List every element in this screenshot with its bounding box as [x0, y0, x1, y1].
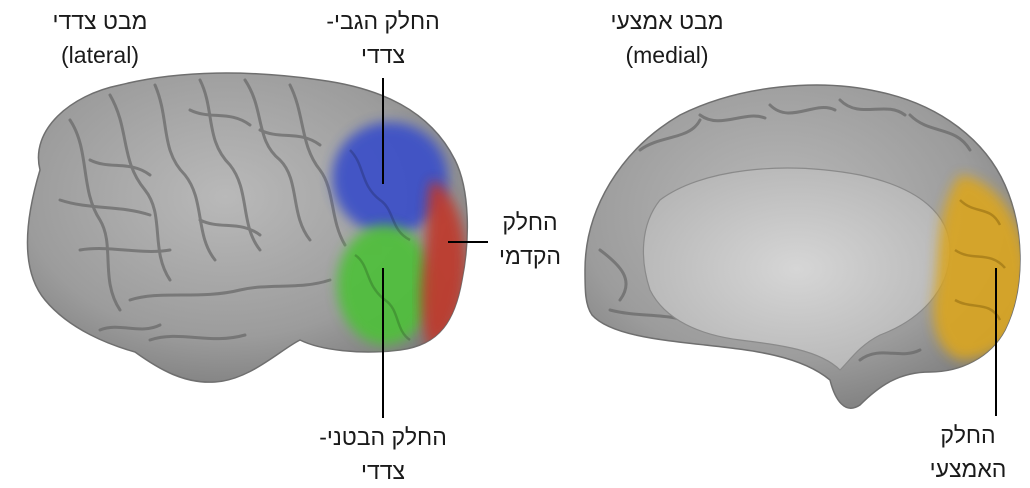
lateral-view-subtitle-text: (lateral): [30, 38, 170, 72]
ventrolateral-label-line2: צדדי: [312, 454, 454, 488]
medial-region-label: החלק האמצעי: [918, 418, 1018, 486]
medial-region-label-line1: החלק: [918, 418, 1018, 452]
dorsolateral-label-line1: החלק הגבי-: [318, 4, 448, 38]
medial-view-title: מבט אמצעי (medial): [592, 4, 742, 72]
medial-view-subtitle-text: (medial): [592, 38, 742, 72]
lateral-brain: [28, 73, 468, 382]
anterior-label: החלק הקדמי: [490, 205, 570, 273]
ventrolateral-label-line1: החלק הבטני-: [312, 420, 454, 454]
medial-region-label-line2: האמצעי: [918, 452, 1018, 486]
dorsolateral-label-line2: צדדי: [318, 38, 448, 72]
ventrolateral-label: החלק הבטני- צדדי: [312, 420, 454, 488]
medial-brain: [585, 85, 1028, 408]
dorsolateral-label: החלק הגבי- צדדי: [318, 4, 448, 72]
lateral-view-title-text: מבט צדדי: [30, 4, 170, 38]
anterior-label-line2: הקדמי: [490, 239, 570, 273]
medial-region: [933, 175, 1028, 360]
medial-view-title-text: מבט אמצעי: [592, 4, 742, 38]
lateral-view-title: מבט צדדי (lateral): [30, 4, 170, 72]
ventrolateral-region: [337, 225, 433, 345]
anterior-label-line1: החלק: [490, 205, 570, 239]
